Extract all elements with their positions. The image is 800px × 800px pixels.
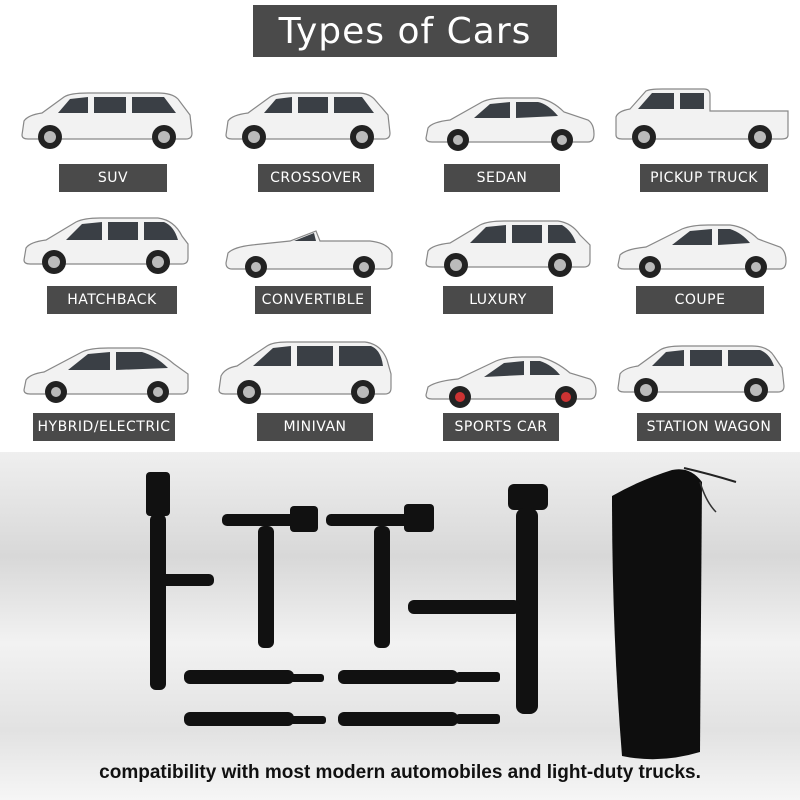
car-type-label-sedan: SEDAN [444,164,560,192]
t-connector-left-icon [146,472,214,690]
pickup-truck-icon [612,83,792,153]
product-parts-area [0,452,800,800]
hatchback-icon [18,210,198,280]
compatibility-tagline: compatibility with most modern automobil… [99,762,701,783]
car-type-label-sports-car: SPORTS CAR [443,413,559,441]
station-wagon-icon [612,338,792,408]
car-type-label-coupe: COUPE [636,286,764,314]
car-type-label-luxury: LUXURY [443,286,553,314]
suv-icon [18,85,198,155]
convertible-icon [220,215,400,285]
l-connector-1-icon [222,506,318,648]
car-type-label-minivan: MINIVAN [257,413,373,441]
car-type-label-station-wagon: STATION WAGON [637,413,781,441]
car-type-label-suv: SUV [59,164,167,192]
t-connector-right-icon [408,484,548,714]
page-title: Types of Cars [253,5,557,57]
car-type-label-hybrid-electric: HYBRID/ELECTRIC [33,413,175,441]
minivan-icon [215,338,395,408]
hybrid-electric-icon [18,340,198,410]
crossover-icon [220,85,400,155]
car-type-label-crossover: CROSSOVER [258,164,374,192]
car-type-label-pickup-truck: PICKUP TRUCK [640,164,768,192]
sedan-icon [420,88,600,158]
coupe-icon [612,215,792,285]
car-type-label-convertible: CONVERTIBLE [255,286,371,314]
straight-tube-icon [184,670,500,726]
car-type-label-hatchback: HATCHBACK [47,286,177,314]
storage-bag-icon [612,467,737,760]
sports-car-icon [420,345,600,415]
l-connector-2-icon [326,504,434,648]
luxury-icon [420,213,600,283]
